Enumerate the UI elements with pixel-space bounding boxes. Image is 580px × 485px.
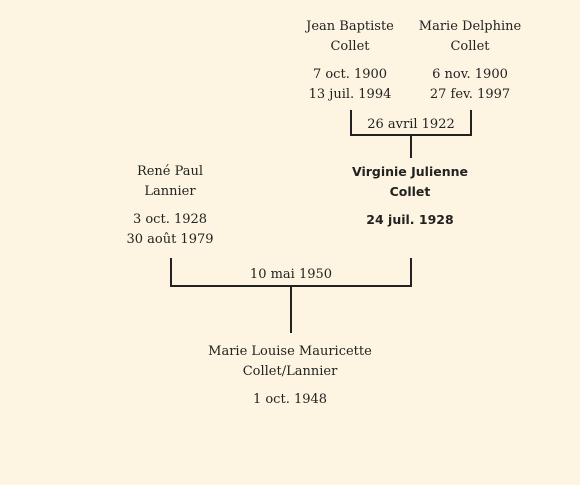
grandparents-connector-left [350,110,352,136]
person-birth-date: 1 oct. 1948 [252,392,328,407]
person-death-date: 27 fev. 1997 [429,87,511,102]
person-surname: Lannier [144,184,196,199]
grandparents-connector-right [470,110,472,136]
grandparents-marriage-date: 26 avril 1922 [367,117,455,132]
grandparents-connector-bar [350,134,472,136]
person-first-names: Virginie Julienne [351,164,469,179]
person-first-names: Marie Delphine [418,19,522,34]
parents-descent-line [290,287,292,333]
person-death-date: 13 juil. 1994 [308,87,392,102]
person-grandfather[interactable]: Jean Baptiste Collet 7 oct. 1900 13 juil… [290,17,410,105]
parents-marriage-date: 10 mai 1950 [249,267,333,282]
person-first-names: Marie Louise Mauricette [208,344,372,359]
parents-connector-bar [170,285,412,287]
person-birth-date: 24 juil. 1928 [366,212,454,227]
person-surname: Collet [450,39,490,54]
person-first-names: Jean Baptiste [306,19,394,34]
person-birth-date: 3 oct. 1928 [132,212,208,227]
person-mother[interactable]: Virginie Julienne Collet 24 juil. 1928 [340,162,480,230]
person-father[interactable]: René Paul Lannier 3 oct. 1928 30 août 19… [110,162,230,250]
person-death-date: 30 août 1979 [126,232,214,247]
person-grandmother[interactable]: Marie Delphine Collet 6 nov. 1900 27 fev… [410,17,530,105]
person-first-names: René Paul [136,164,204,179]
parents-connector-right [410,258,412,287]
person-surname: Collet [330,39,370,54]
person-child[interactable]: Marie Louise Mauricette Collet/Lannier 1… [190,342,390,410]
parents-connector-left [170,258,172,287]
person-surname: Collet [389,184,431,199]
person-birth-date: 7 oct. 1900 [312,67,388,82]
person-surname: Collet/Lannier [242,364,338,379]
grandparents-descent-line [410,136,412,158]
person-birth-date: 6 nov. 1900 [432,67,508,82]
